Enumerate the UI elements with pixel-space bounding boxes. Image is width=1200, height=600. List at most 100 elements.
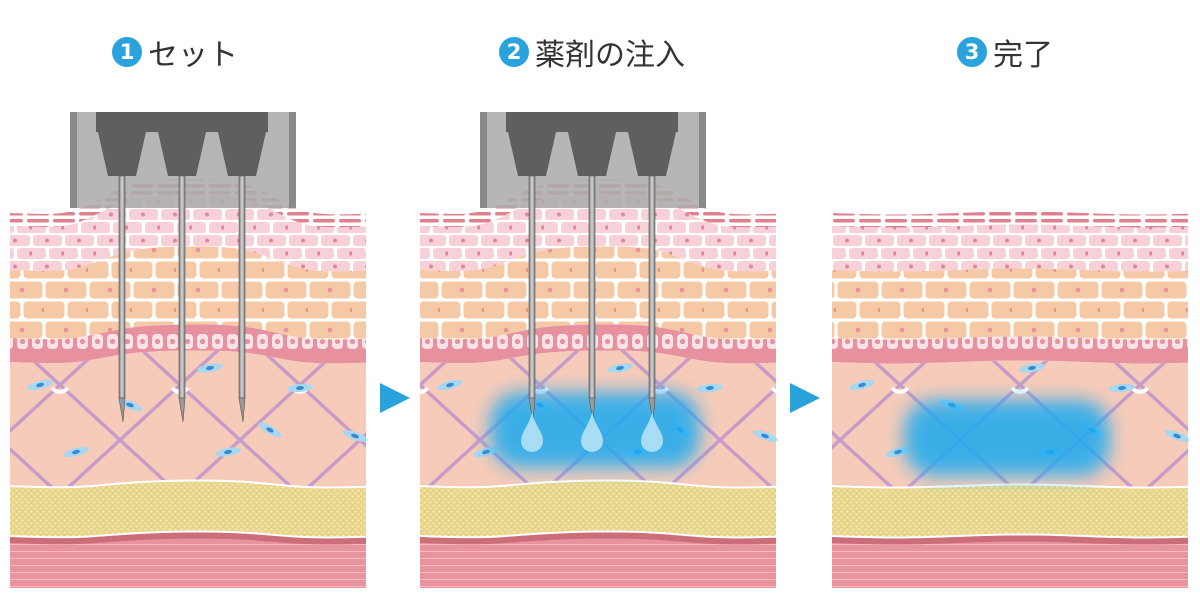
drug-droplet — [581, 412, 603, 452]
needle-tip — [238, 397, 246, 423]
needle-holder — [218, 132, 266, 176]
fibroblast-nucleus — [894, 449, 902, 455]
injected-drug-area — [904, 400, 1110, 476]
fibroblast-cell — [63, 446, 89, 458]
fibroblast-nucleus — [206, 365, 214, 371]
drug-droplet — [641, 412, 663, 452]
fibroblast-cell — [258, 422, 282, 438]
needle-tip — [588, 397, 596, 423]
device-edge — [699, 112, 706, 208]
fat-muscle-boundary — [831, 533, 1189, 539]
skin-panel — [9, 112, 368, 588]
fibroblast-nucleus — [72, 449, 80, 455]
basal-layer — [420, 324, 776, 364]
device-edge — [289, 112, 296, 208]
fibroblast-cell — [437, 379, 463, 391]
skin-panel — [831, 211, 1190, 588]
fibroblast-nucleus — [858, 382, 866, 388]
device-edge — [480, 112, 487, 208]
needle-tip — [648, 397, 656, 423]
dermis-fat-boundary — [9, 479, 367, 489]
dermis-fat-boundary — [831, 483, 1189, 489]
fibroblast-nucleus — [706, 385, 714, 391]
fibroblast-cell — [1164, 430, 1190, 442]
microneedle-device — [70, 112, 296, 423]
arrow-right-icon — [790, 383, 820, 413]
granular-layer — [10, 194, 366, 272]
needle — [238, 175, 246, 399]
fibroblast-nucleus — [266, 427, 274, 433]
muscle-top-edge — [419, 532, 777, 545]
needle-holder — [158, 132, 206, 176]
skin-panel — [419, 112, 778, 588]
fibroblast-cell — [287, 383, 313, 393]
device-head — [506, 112, 678, 132]
basal-layer — [10, 324, 366, 364]
fat-muscle-boundary — [9, 530, 367, 539]
fibroblast-nucleus — [126, 402, 134, 408]
step-label: セット — [148, 38, 238, 73]
dermis-fat-boundary — [419, 479, 777, 489]
step-label: 完了 — [993, 38, 1053, 73]
needle — [118, 175, 126, 399]
fibroblast-nucleus — [296, 385, 304, 391]
fibroblast-cell — [697, 383, 723, 393]
fibroblast-cell — [752, 430, 778, 442]
fat-layer — [420, 480, 776, 538]
muscle-layer — [420, 531, 776, 588]
step-number-badge: 2 — [499, 37, 529, 67]
spinous-layer — [420, 246, 776, 340]
fat-layer — [832, 484, 1188, 538]
needle — [648, 175, 656, 399]
fibroblast-nucleus — [1173, 433, 1181, 439]
fibroblast-cell — [1109, 383, 1135, 393]
basal-layer — [832, 336, 1188, 364]
needle-tip — [178, 397, 186, 423]
fibroblast-nucleus — [761, 433, 769, 439]
fibroblast-nucleus — [1118, 385, 1126, 391]
step-number-badge: 1 — [112, 37, 142, 67]
granular-layer — [420, 194, 776, 272]
needle-holder — [628, 132, 676, 176]
granular-layer — [832, 224, 1188, 272]
fibroblast-nucleus — [224, 449, 232, 455]
fibroblast-nucleus — [351, 433, 359, 439]
muscle-top-edge — [831, 535, 1189, 545]
needle-holder — [508, 132, 556, 176]
step-3-title: 3 完了 — [957, 34, 1053, 73]
spinous-layer — [10, 246, 366, 340]
needle — [178, 175, 186, 399]
muscle-layer — [10, 531, 366, 588]
fibroblast-cell — [607, 363, 633, 373]
step-1-title: 1 セット — [112, 34, 238, 73]
arrow-right-icon — [380, 383, 410, 413]
step-label: 薬剤の注入 — [535, 38, 685, 73]
fibroblast-cell — [27, 379, 53, 391]
stratum-corneum-layer — [832, 211, 1188, 228]
fibroblast-nucleus — [446, 382, 454, 388]
fat-layer — [10, 480, 366, 538]
fibroblast-cell — [1019, 363, 1045, 373]
fibroblast-nucleus — [1028, 365, 1036, 371]
needle-holder — [98, 132, 146, 176]
fibroblast-cell — [197, 363, 223, 373]
fibroblast-cell — [342, 430, 368, 442]
device-edge — [70, 112, 77, 208]
fibroblast-cell — [215, 447, 241, 457]
step-2-title: 2 薬剤の注入 — [499, 34, 685, 73]
needle-tip — [528, 397, 536, 423]
step-number-badge: 3 — [957, 37, 987, 67]
fibroblast-nucleus — [616, 365, 624, 371]
needle — [588, 175, 596, 399]
fibroblast-cell — [849, 379, 875, 391]
spinous-layer — [832, 268, 1188, 340]
fibroblast-nucleus — [36, 382, 44, 388]
microneedle-device — [480, 112, 706, 452]
fat-muscle-boundary — [419, 530, 777, 539]
muscle-layer — [832, 534, 1188, 588]
needle — [528, 175, 536, 399]
dermis-layer — [10, 350, 366, 488]
fibroblast-nucleus — [482, 449, 490, 455]
needle-holder — [568, 132, 616, 176]
